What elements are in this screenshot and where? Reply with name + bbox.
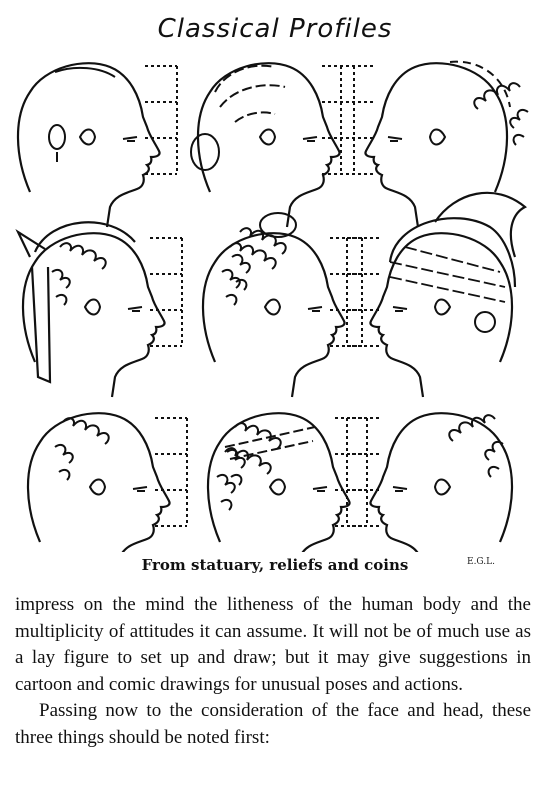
proportion-grid-3 xyxy=(340,65,374,175)
profile-head-5 xyxy=(201,213,346,399)
profile-head-1 xyxy=(16,62,161,229)
body-text: impress on the mind the litheness of the… xyxy=(15,592,531,751)
profile-head-8 xyxy=(206,412,351,552)
artist-initials: E.G.L. xyxy=(467,557,495,567)
profile-head-9 xyxy=(369,412,514,552)
proportion-grid-9 xyxy=(346,417,380,527)
classical-profiles-illustration xyxy=(10,52,529,552)
page-title: Classical Profiles xyxy=(157,14,393,44)
proportion-grid-8 xyxy=(334,417,368,527)
proportion-grid-7 xyxy=(154,417,188,527)
profile-head-3 xyxy=(364,62,529,229)
proportion-grid-2 xyxy=(321,65,355,175)
profile-head-6 xyxy=(369,193,525,399)
profile-head-4 xyxy=(18,222,166,399)
proportion-grid-1 xyxy=(144,65,178,175)
proportion-grid-4 xyxy=(149,237,183,347)
paragraph: impress on the mind the litheness of the… xyxy=(15,594,531,695)
paragraph: Passing now to the consideration of the … xyxy=(15,700,531,748)
profile-head-7 xyxy=(26,412,171,552)
profile-head-2 xyxy=(191,62,341,229)
figure-caption: From statuary, reliefs and coins xyxy=(141,556,409,574)
